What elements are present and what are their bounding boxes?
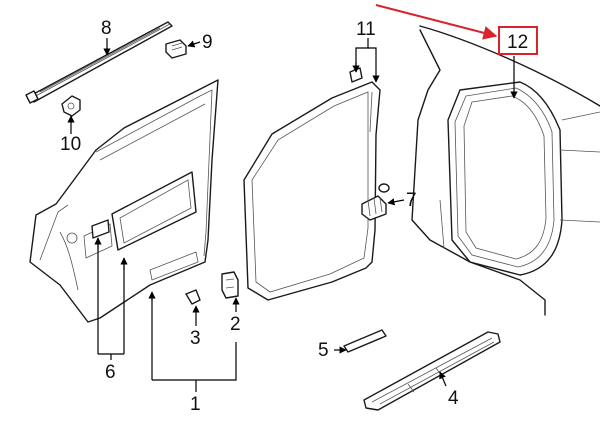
callout-11: 11 xyxy=(356,19,376,40)
leader-11 xyxy=(355,38,369,72)
rear-door-shell xyxy=(29,79,219,323)
part-8-moulding-strip xyxy=(25,21,173,104)
part-2-hinge xyxy=(221,271,239,299)
callout-7: 7 xyxy=(406,190,417,211)
callout-12: 12 xyxy=(507,32,528,53)
leader-9 xyxy=(187,40,201,48)
part-7-bumper xyxy=(361,183,390,221)
callout-9: 9 xyxy=(202,32,213,53)
part-11-door-seal xyxy=(243,67,381,301)
callout-8: 8 xyxy=(101,18,112,39)
highlight-box-12 xyxy=(498,26,538,55)
part-3-bracket xyxy=(185,289,201,305)
callout-3: 3 xyxy=(190,328,201,349)
callout-2: 2 xyxy=(230,314,241,335)
callout-4: 4 xyxy=(448,388,459,409)
part-5-strip xyxy=(343,329,387,353)
part-9-clip xyxy=(165,39,187,59)
callout-6: 6 xyxy=(105,362,116,383)
callout-5: 5 xyxy=(318,340,329,361)
leader-7 xyxy=(387,198,405,206)
part-12-body-side xyxy=(411,25,600,316)
leader-6 xyxy=(97,238,125,360)
highlight-arrow xyxy=(375,4,498,40)
part-4-sill xyxy=(363,331,501,411)
leader-4 xyxy=(439,371,447,387)
part-10-fastener xyxy=(61,95,81,117)
leader-1 xyxy=(151,294,237,392)
callout-1: 1 xyxy=(190,394,201,415)
callout-10: 10 xyxy=(60,134,81,155)
